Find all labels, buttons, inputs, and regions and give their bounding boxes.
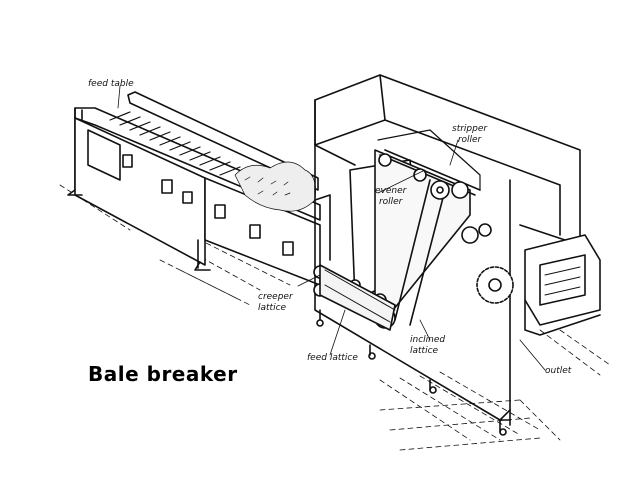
feed-table-slats <box>109 111 241 176</box>
label-stripper-roller: stripper roller <box>452 124 487 146</box>
label-stripper-roller-line1: stripper <box>452 124 488 134</box>
label-inclined-lattice-line2: lattice <box>410 346 439 356</box>
creeper-lattice <box>319 264 396 331</box>
label-inclined-lattice: inclined lattice <box>410 335 445 357</box>
label-feed-table: feed table <box>88 79 134 89</box>
label-evener-roller: evener roller <box>375 186 406 208</box>
label-feed-lattice: feed lattice <box>307 353 358 363</box>
label-outlet: outlet <box>545 366 572 376</box>
outlet-box <box>524 234 601 336</box>
label-creeper-lattice-line2: lattice <box>258 303 287 313</box>
label-evener-roller-line1: evener <box>375 186 407 196</box>
leader-lines <box>117 85 546 371</box>
label-inclined-lattice-line1: inclined <box>410 335 446 345</box>
label-creeper-lattice-line1: creeper <box>258 292 293 302</box>
diagram-title: Bale breaker <box>88 362 238 386</box>
machine-body <box>314 74 581 436</box>
label-evener-roller-line2: roller <box>378 197 403 207</box>
label-creeper-lattice: creeper lattice <box>258 292 293 314</box>
label-stripper-roller-line2: roller <box>457 135 482 145</box>
